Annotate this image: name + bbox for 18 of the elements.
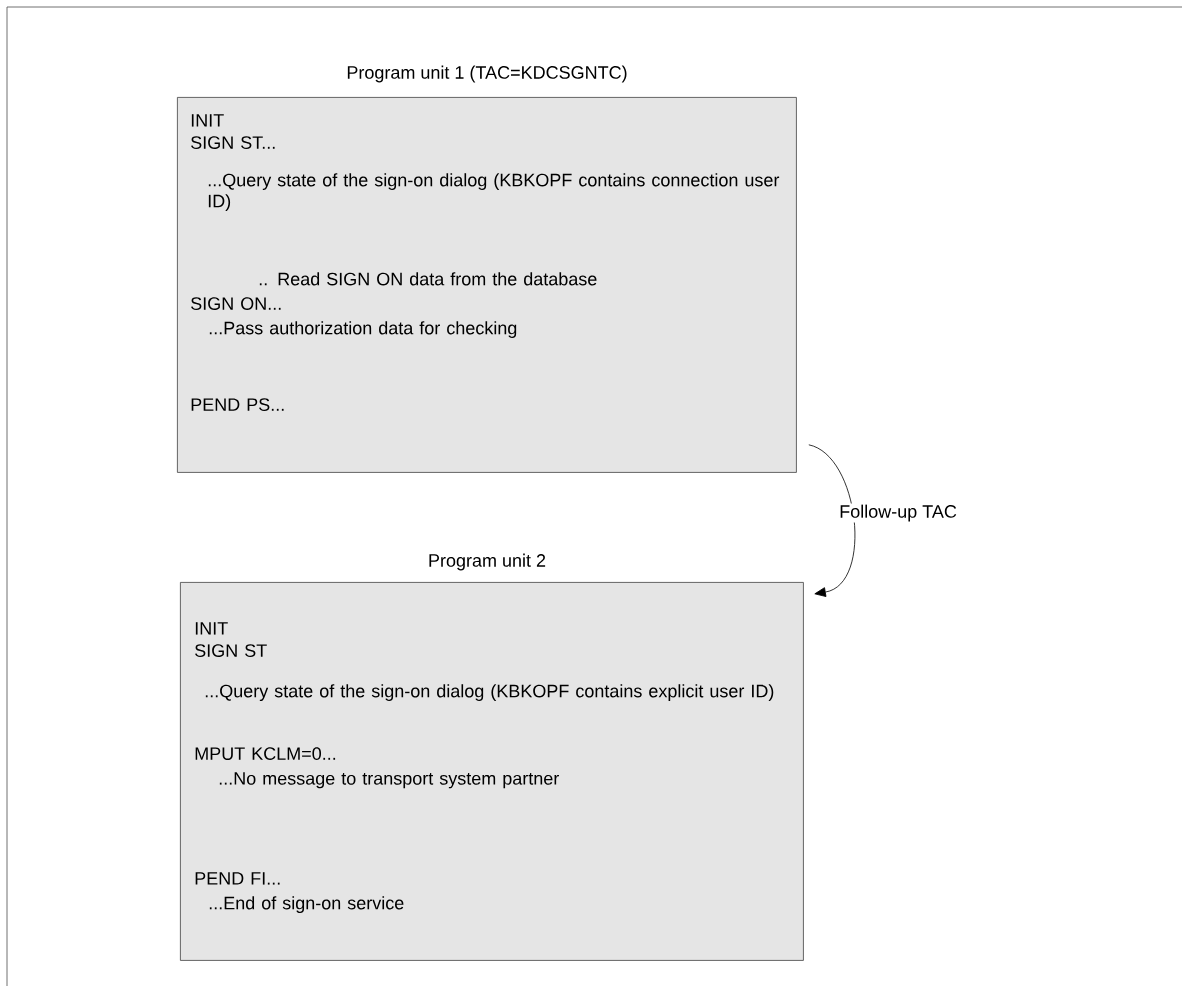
code-line: ...Query state of the sign-on dialog (KBKOPF contains explicit user ID) <box>205 684 774 701</box>
code-line: PEND PS... <box>191 398 284 411</box>
code-line: SIGN ST... <box>191 136 275 149</box>
code-line: SIGN ON... <box>191 297 281 310</box>
code-line: ...No message to transport system partner <box>219 772 559 789</box>
curved-arrow <box>808 444 856 597</box>
code-line: INIT <box>191 114 224 127</box>
code-line: .. Read SIGN ON data from the database <box>259 272 597 286</box>
code-line: ...Query state of the sign-on dialog (KBKOPF contains connection user ID) <box>208 173 780 211</box>
box-heading: Program unit 1 (TAC=KDCSGNTC) <box>347 65 627 83</box>
code-line: ...Pass authorization data for checking <box>209 321 517 338</box>
code-line: PEND FI... <box>195 872 280 885</box>
code-line: MPUT KCLM=0... <box>195 747 336 760</box>
code-line: SIGN ST <box>195 644 267 657</box>
box-heading: Program unit 2 <box>429 553 546 571</box>
code-line: ...End of sign-on service <box>209 896 404 913</box>
code-line: INIT <box>195 622 228 635</box>
edge-label: Follow-up TAC <box>840 504 957 522</box>
